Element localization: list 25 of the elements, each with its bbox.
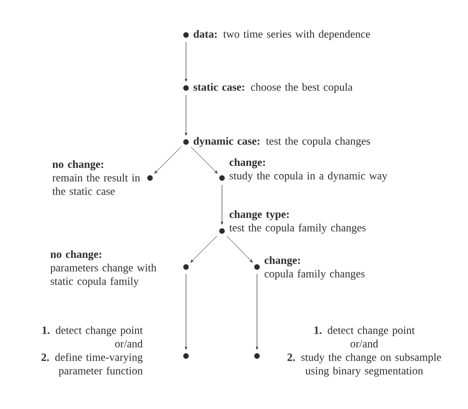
node-text: 1. detect change point or/and 2. study the change on subsample using binary segmentation xyxy=(288,326,441,377)
node-text: change: study the copula in a dynamic way xyxy=(230,158,388,182)
node-text: dynamic case: test the copula changes xyxy=(194,137,370,147)
arrow xyxy=(184,42,188,82)
arrow xyxy=(190,146,218,174)
node-text: no change: remain the result in the static case xyxy=(52,160,140,195)
arrow xyxy=(220,184,224,225)
arrow xyxy=(184,94,188,136)
node-text: change: copula family changes xyxy=(264,256,365,280)
arrow xyxy=(226,236,253,262)
node-text: change type: test the copula family changes xyxy=(229,210,366,234)
node-label: 1. detect change point xyxy=(42,326,143,336)
node-label: or/and xyxy=(115,340,143,348)
node-text: data: two time series with dependence xyxy=(194,30,370,40)
node-text: 1. detect change point or/and 2. define time-varying parameter function xyxy=(42,326,143,377)
arrow xyxy=(256,274,258,350)
node-text: no change: parameters change with static copula family xyxy=(50,250,156,288)
node-label: 2. study the change on subsample using binary segmentation xyxy=(288,353,441,377)
node-label: or/and xyxy=(350,340,378,348)
arrow xyxy=(184,274,188,350)
node-label: 1. detect change point xyxy=(314,326,415,336)
arrow xyxy=(154,146,182,174)
node-label: 2. define time-varying parameter function xyxy=(42,353,143,377)
node-text: static case: choose the best copula xyxy=(194,83,352,93)
arrow xyxy=(190,236,218,263)
